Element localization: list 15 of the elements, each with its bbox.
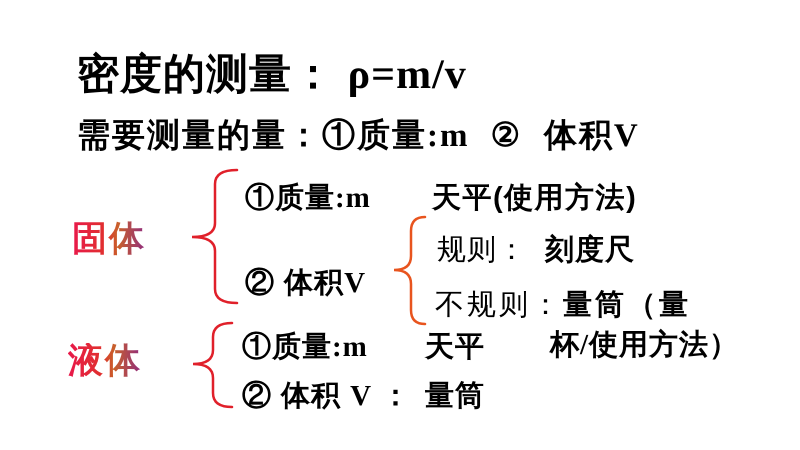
- title: 密度的测量： ρ=m/v: [77, 53, 467, 96]
- tool-label: 刻度尺: [545, 236, 635, 264]
- category-label: 固体: [72, 220, 146, 256]
- item-label: 规则：: [437, 236, 527, 264]
- tool-label: 量筒: [425, 382, 485, 410]
- item-label: ② 体积V: [245, 268, 366, 298]
- tool-label: 天平(使用方法): [432, 184, 638, 212]
- tool-label: 天平: [425, 332, 485, 362]
- item-label: ①质量:m: [242, 332, 368, 362]
- subheading: 需要测量的量：①质量:m ② 体积V: [77, 118, 640, 152]
- category-label: 液体: [68, 342, 142, 378]
- item-label: ② 体积 V ：: [242, 382, 412, 410]
- item-label: ①质量:m: [245, 184, 371, 212]
- item-label: 不规则：量筒（量: [435, 290, 691, 320]
- tool-label: 杯/使用方法）: [550, 330, 740, 360]
